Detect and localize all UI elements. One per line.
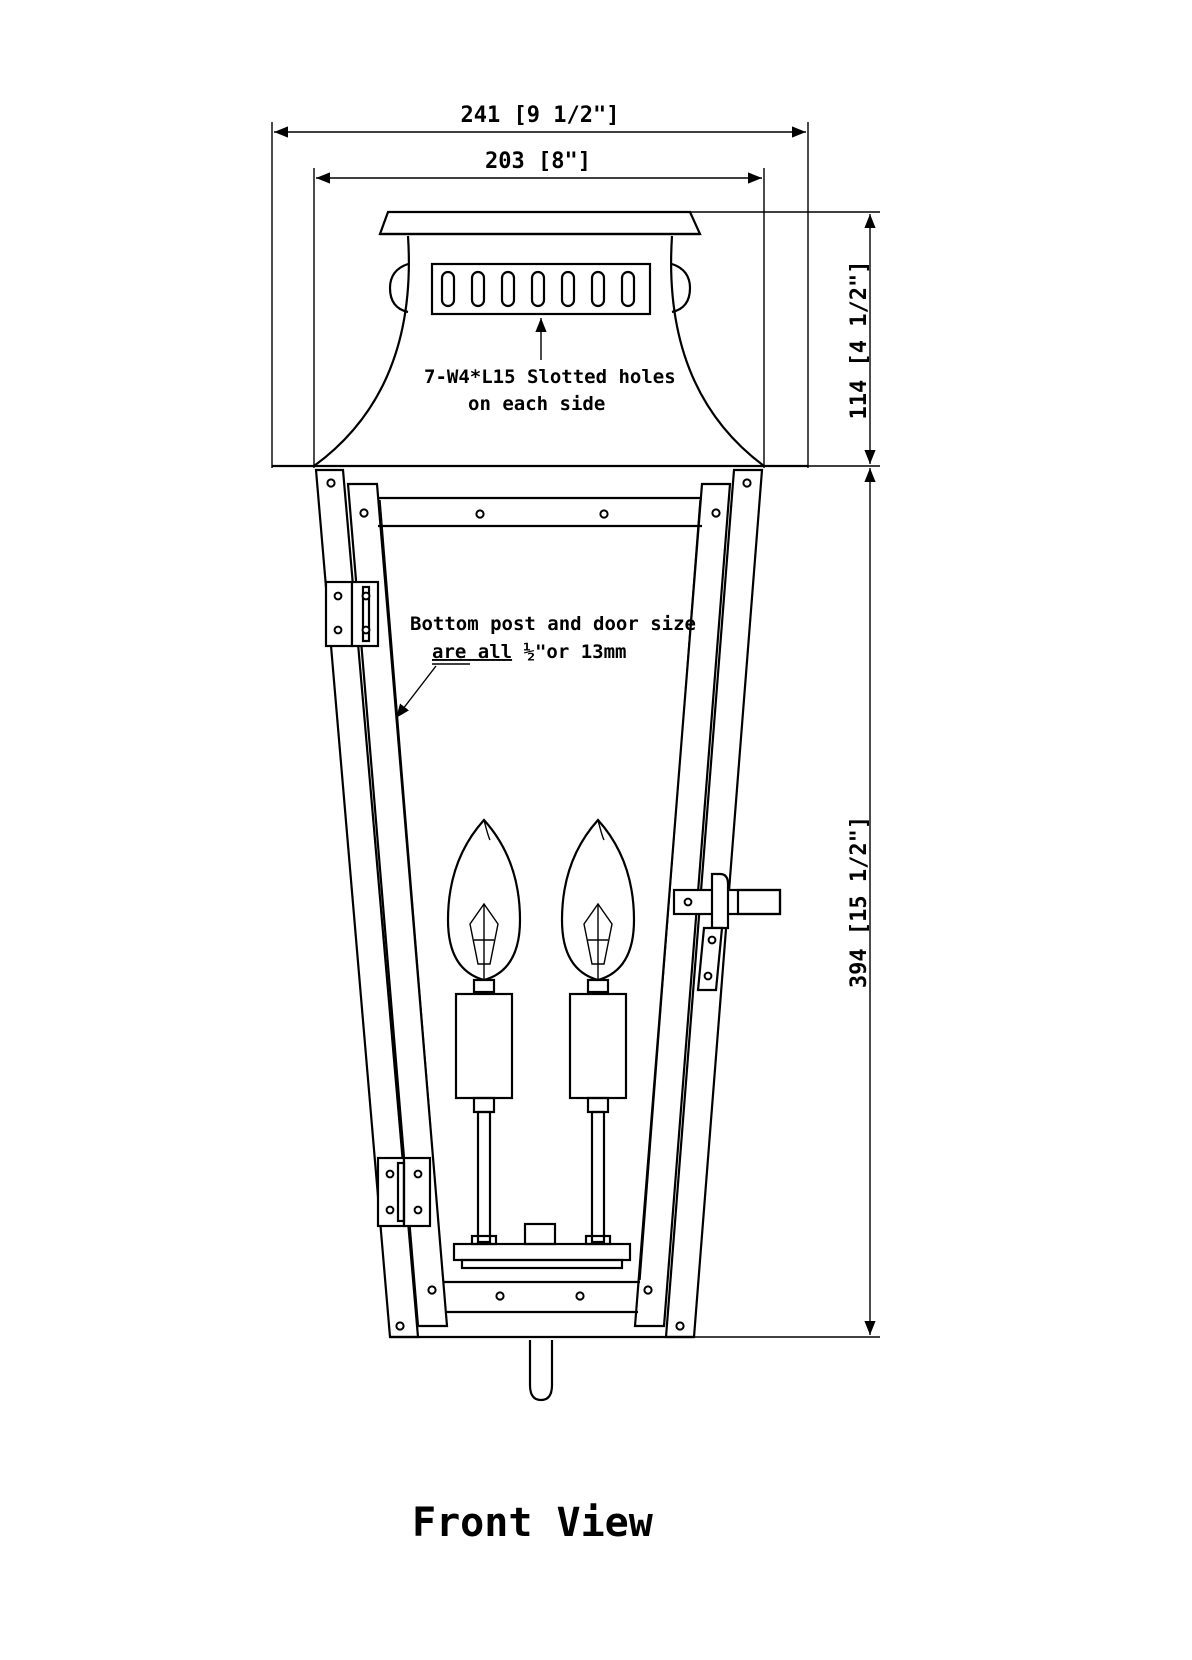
- dimension-body-height: 394 [15 1/2"]: [694, 468, 880, 1338]
- upper-hinge: [324, 580, 380, 648]
- slot-panel: [430, 262, 652, 316]
- view-caption: Front View: [412, 1500, 654, 1546]
- lantern-frame: [314, 468, 764, 1402]
- post-note-line-2: are all ½"or 13mm: [432, 641, 626, 663]
- slot-note-line-1: 7-W4*L15 Slotted holes: [424, 366, 676, 388]
- overall-width-label: 241 [9 1/2"]: [461, 103, 620, 128]
- slot-hole: [530, 270, 546, 308]
- screw: [675, 1321, 685, 1331]
- slot-note: 7-W4*L15 Slotted holes on each side: [424, 318, 676, 415]
- frame-screws: [326, 478, 752, 1331]
- slot-hole: [500, 270, 516, 308]
- dimension-inner-width: 203 [8"]: [313, 149, 765, 468]
- slot-hole: [590, 270, 606, 308]
- screw: [643, 1285, 653, 1295]
- door-latch: [672, 872, 782, 992]
- screw: [742, 478, 752, 488]
- screw: [395, 1321, 405, 1331]
- slot-hole: [440, 270, 456, 308]
- slot-hole: [560, 270, 576, 308]
- slot-hole: [470, 270, 486, 308]
- top-height-label: 114 [4 1/2"]: [847, 261, 872, 420]
- slot-hole: [620, 270, 636, 308]
- candle-base: [452, 1222, 632, 1270]
- candle-left: [446, 818, 522, 1246]
- screw: [495, 1291, 505, 1301]
- post-note-underlined: are all: [432, 641, 512, 663]
- lower-hinge: [376, 1156, 432, 1228]
- post-size-note: Bottom post and door size are all ½"or 1…: [395, 613, 696, 719]
- candle-right: [560, 818, 636, 1246]
- inner-width-label: 203 [8"]: [485, 149, 591, 174]
- dimension-top-height: 114 [4 1/2"]: [690, 211, 880, 467]
- screw: [575, 1291, 585, 1301]
- body-height-label: 394 [15 1/2"]: [847, 816, 872, 988]
- screw: [711, 508, 721, 518]
- slot-note-line-2: on each side: [468, 393, 605, 415]
- screw: [359, 508, 369, 518]
- lantern-top-cap: [272, 210, 808, 468]
- post-note-rest: ½"or 13mm: [512, 641, 626, 663]
- post-note-line-1: Bottom post and door size: [410, 613, 696, 635]
- dimension-overall-width: 241 [9 1/2"]: [271, 103, 809, 468]
- screw: [326, 478, 336, 488]
- screw: [475, 509, 485, 519]
- screw: [599, 509, 609, 519]
- screw: [427, 1285, 437, 1295]
